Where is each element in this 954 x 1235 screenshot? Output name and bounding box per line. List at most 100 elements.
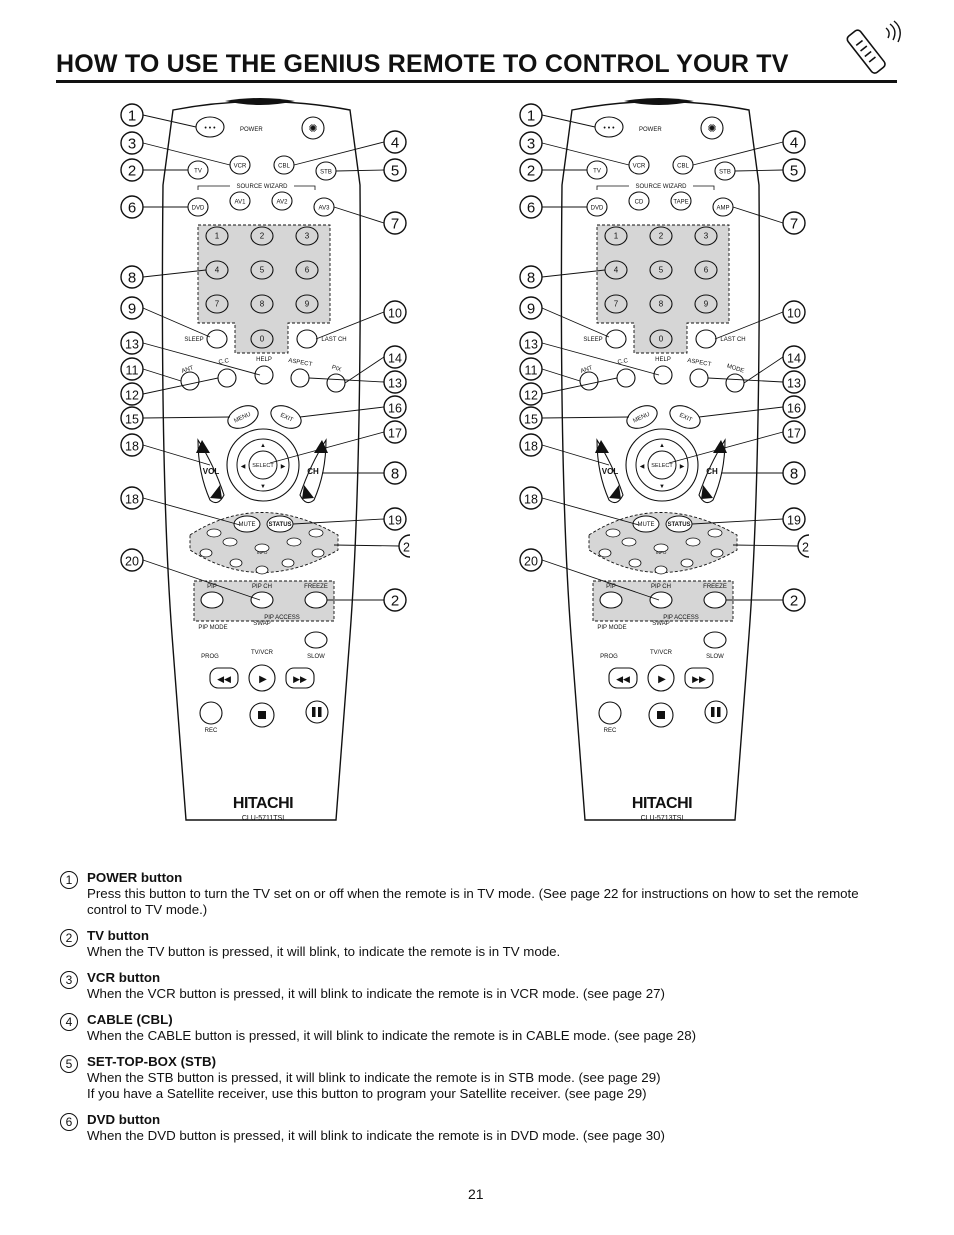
pip-ch-button bbox=[250, 591, 274, 609]
pip-mode-label: PIP MODE bbox=[198, 625, 227, 631]
item-number: 5 bbox=[60, 1055, 78, 1073]
aspect-label: ASPECT bbox=[687, 358, 712, 368]
description-item: 1 POWER button Press this button to turn… bbox=[60, 870, 900, 918]
leader-line bbox=[142, 269, 207, 278]
leader-line bbox=[541, 114, 596, 128]
number-button bbox=[649, 329, 673, 349]
vcr-label: VCR bbox=[234, 163, 247, 169]
pix-button bbox=[725, 373, 745, 393]
number-button bbox=[295, 294, 319, 314]
leader-line bbox=[743, 356, 784, 384]
pip-label: PIP bbox=[207, 584, 217, 590]
up-arrow-icon: ▲ bbox=[659, 443, 665, 449]
callout-number: 19 bbox=[787, 514, 801, 528]
number-label: 2 bbox=[659, 231, 664, 240]
vol-label: VOL bbox=[602, 467, 619, 476]
callout-number: 11 bbox=[126, 364, 139, 378]
vol-up-icon bbox=[595, 440, 609, 453]
vcr-label: VCR bbox=[633, 163, 646, 169]
item-text: When the CABLE button is pressed, it wil… bbox=[87, 1028, 697, 1043]
status-label: STATUS bbox=[268, 522, 291, 528]
select-button bbox=[647, 450, 677, 480]
shortcut-button bbox=[710, 548, 724, 558]
callout-number: 5 bbox=[790, 163, 798, 180]
mute-label: MUTE bbox=[638, 522, 655, 528]
up-arrow-icon: ▲ bbox=[260, 443, 266, 449]
input1-label: AV1 bbox=[235, 199, 247, 205]
callout-number: 14 bbox=[388, 352, 402, 366]
pip-ch-label: PIP CH bbox=[252, 584, 272, 590]
shortcut-button bbox=[254, 543, 270, 553]
rewind-icon: ◀◀ bbox=[616, 674, 630, 684]
number-label: 6 bbox=[305, 265, 310, 274]
stb-label: STB bbox=[320, 169, 332, 175]
vol-down-icon bbox=[609, 485, 621, 499]
shortcut-button bbox=[199, 548, 213, 558]
down-arrow-icon: ▼ bbox=[260, 484, 266, 490]
last-ch-label: LAST CH bbox=[321, 337, 346, 343]
leader-line bbox=[142, 307, 211, 338]
number-label: 7 bbox=[614, 299, 619, 308]
keypad-area bbox=[596, 224, 730, 354]
pip-access-label: PIP ACCESS bbox=[663, 615, 699, 621]
callout-number: 17 bbox=[787, 427, 801, 441]
callout-number: 10 bbox=[388, 307, 402, 321]
leader-line bbox=[142, 444, 211, 466]
ch-rocker bbox=[299, 438, 327, 504]
page-number: 21 bbox=[468, 1186, 484, 1202]
callout-number: 8 bbox=[790, 466, 798, 483]
rec-label: REC bbox=[604, 728, 617, 734]
help-button bbox=[653, 365, 673, 385]
leader-line bbox=[292, 518, 385, 525]
select-label: SELECT bbox=[252, 463, 274, 469]
item-number: 3 bbox=[60, 971, 78, 989]
description-item: 3 VCR button When the VCR button is pres… bbox=[60, 970, 900, 1002]
leader-line bbox=[541, 377, 618, 395]
item-title: DVD button bbox=[87, 1112, 161, 1127]
number-button bbox=[250, 260, 274, 280]
item-text: When the VCR button is pressed, it will … bbox=[87, 986, 665, 1001]
leader-line bbox=[315, 311, 385, 340]
callout-number: 13 bbox=[524, 338, 538, 352]
number-button bbox=[694, 294, 718, 314]
menu-button bbox=[227, 405, 259, 429]
ch-label: CH bbox=[706, 467, 718, 476]
aspect-button bbox=[689, 368, 709, 388]
number-label: 0 bbox=[260, 334, 265, 343]
number-label: 2 bbox=[260, 231, 265, 240]
callout-number: 6 bbox=[527, 200, 535, 217]
callout-number: 13 bbox=[125, 338, 139, 352]
source-wizard-bg bbox=[629, 181, 693, 191]
number-label: 9 bbox=[704, 299, 709, 308]
number-label: 4 bbox=[614, 265, 619, 274]
right-arrow-icon: ▶ bbox=[281, 464, 286, 470]
leader-line bbox=[734, 169, 784, 172]
play-icon: ▶ bbox=[259, 674, 267, 685]
cc-label: C.C bbox=[218, 358, 230, 366]
leader-line bbox=[142, 114, 197, 128]
item-number: 2 bbox=[60, 929, 78, 947]
shortcut-button bbox=[255, 565, 269, 575]
callout-number: 3 bbox=[527, 136, 535, 153]
number-label: 4 bbox=[215, 265, 220, 274]
model-number: CLU-5713TSI bbox=[641, 815, 684, 822]
callout-number: 22 bbox=[802, 541, 809, 555]
pip-button bbox=[599, 591, 623, 609]
vol-label: VOL bbox=[203, 467, 220, 476]
input2-label: AV2 bbox=[277, 199, 289, 205]
leader-line bbox=[714, 311, 784, 340]
help-button bbox=[254, 365, 274, 385]
number-button bbox=[649, 294, 673, 314]
shortcut-button bbox=[653, 543, 669, 553]
leader-line bbox=[541, 444, 610, 466]
callout-number: 7 bbox=[391, 216, 399, 233]
source-wizard-label: SOURCE WIZARD bbox=[237, 184, 289, 190]
callout-number: 7 bbox=[790, 216, 798, 233]
item-title: TV button bbox=[87, 928, 150, 943]
shortcut-button bbox=[605, 528, 621, 538]
tv-vcr-label: TV/VCR bbox=[251, 650, 274, 656]
page-title: HOW TO USE THE GENIUS REMOTE TO CONTROL … bbox=[56, 50, 789, 78]
exit-button bbox=[669, 405, 701, 429]
